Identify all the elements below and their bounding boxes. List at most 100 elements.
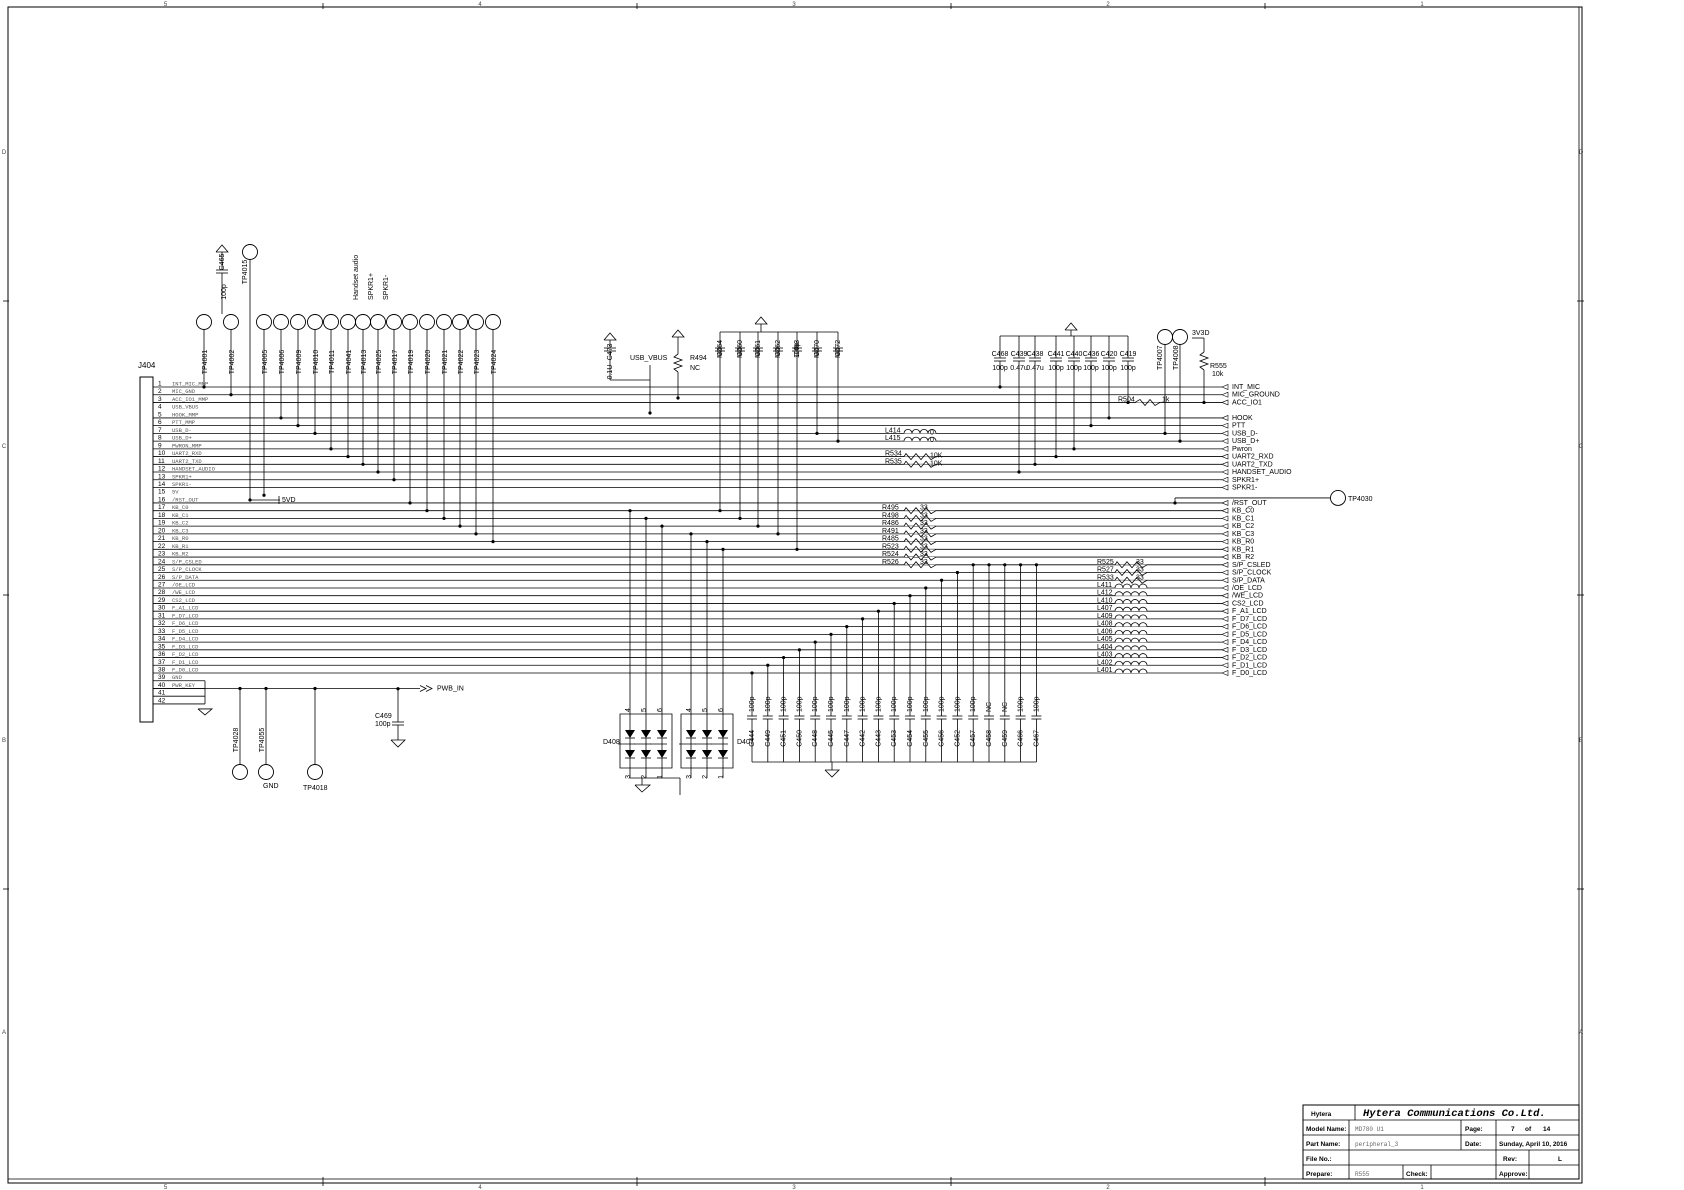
cap-value: 0.47u [1026,365,1044,372]
junction-dot [313,431,317,435]
tp4055-label: TP4055 [259,728,266,753]
series-ref: L405 [1097,636,1113,643]
resistor [904,454,936,460]
diode-symbol [625,730,635,738]
cap-value: 100p [812,696,819,712]
cap-ref: C448 [812,730,819,747]
cap-ref: C472 [835,340,842,357]
junction-dot [329,447,333,451]
cap-ref: C439 [1011,351,1028,358]
zone-row-label: D [1579,150,1584,156]
series-ref: R526 [882,559,899,566]
connector-pin-name: F_D7_LCD [172,612,199,619]
connector-pin-number: 42 [158,697,166,704]
net-port-arrow [1222,392,1228,397]
connector-pin-number: 20 [158,527,166,534]
cap-value: 100p [828,696,835,712]
net-label: MIC_GROUND [1232,392,1280,399]
junction-dot [971,563,975,567]
series-ref: L411 [1097,582,1112,589]
connector-pin-number: 41 [158,690,166,697]
series-ref: L410 [1097,597,1113,604]
net-port-arrow [1222,547,1228,552]
connector-pin-number: 30 [158,605,166,612]
cap-ref: C445 [828,730,835,747]
cap-ref: C450 [796,730,803,747]
cap-value: 100p [1048,365,1064,372]
connector-pin-name: KB_C2 [172,520,189,527]
connector-pin-number: 10 [158,450,166,457]
handset-audio-label: Handset audio [353,255,360,300]
power-symbol [604,333,616,340]
cap-value: 100p [954,696,961,712]
series-value: 33 [920,551,928,558]
net-label: F_D4_LCD [1232,639,1267,646]
net-port-arrow [1222,462,1228,467]
net-label: UART2_TXD [1232,461,1273,468]
connector-pin-name: S/P_CSLED [172,558,202,565]
gnd-label: GND [263,783,279,790]
junction-dot [829,632,833,636]
cap-value: 100p [875,696,882,712]
net-label: F_A1_LCD [1232,608,1267,615]
connector-pin-name: F_D3_LCD [172,643,199,650]
diode-pin: 3 [625,775,632,779]
connector-pin-number: 40 [158,682,166,689]
net-port-arrow [1222,431,1228,436]
test-point-label: TP4009 [296,350,303,375]
cap-value: 100p [1083,365,1099,372]
junction-dot [676,396,680,400]
connector-pin-number: 12 [158,466,166,473]
connector-pin-name: /RST_OUT [172,496,199,503]
cap-ref: C419 [1120,351,1137,358]
zone-col-label: 1 [1420,2,1424,8]
connector-pin-name: F_D6_LCD [172,620,199,627]
wires [153,252,1330,795]
series-value: 33 [920,528,928,535]
series-ref: R485 [882,536,899,543]
approve-label: Approve: [1499,1171,1528,1178]
ground-symbol [198,709,212,715]
net-label: KB_C0 [1232,508,1254,515]
diode-pin: 3 [686,775,693,779]
part-label: Part Name: [1306,1141,1340,1148]
junction-dot [238,686,242,691]
connector-pin-number: 13 [158,473,166,480]
resistor [904,539,936,545]
connector-pin-name: MIC_GND [172,388,196,395]
junction-dot [998,385,1002,389]
connector-pin-name: HANDSET_AUDIO [172,466,216,473]
date-value: Sunday, April 10, 2016 [1499,1141,1568,1148]
test-point-label: TP4041 [346,350,353,375]
cap-value: 100p [992,365,1008,372]
junction-dot [776,532,780,536]
cap-value: NC [986,702,993,712]
inductor [1115,599,1147,603]
connector-pin-name: PTT_MMP [172,419,195,426]
junction-dot [491,540,495,544]
file-label: File No.: [1306,1156,1332,1163]
junction-dot [408,501,412,505]
junction-dot [738,516,742,521]
cap-ref: C459 [1002,730,1009,747]
zone-col-label: 4 [478,2,482,8]
junction-dot [1054,454,1058,459]
test-point-tp4019 [403,315,418,330]
connector-pin-name: F_D4_LCD [172,636,199,643]
cap-ref: C447 [844,730,851,747]
test-point-tp4041 [341,315,356,330]
net-port-arrow [1222,609,1228,614]
net-port-arrow [1222,524,1228,529]
series-value: 10K [930,453,943,460]
junction-dot [1019,563,1023,567]
net-label: INT_MIC [1232,384,1260,391]
inductor [1115,623,1147,627]
series-ref: R525 [1097,559,1114,566]
test-point-tp4007 [1158,330,1173,345]
junction-dot [474,532,478,536]
connector-pin-name: UART2_RXD [172,450,202,457]
net-label: KB_C1 [1232,515,1254,522]
r494-value: NC [690,365,700,372]
connector-pin-name: INT_MIC_MMP [172,381,208,388]
test-point-label: TP4017 [392,350,399,375]
